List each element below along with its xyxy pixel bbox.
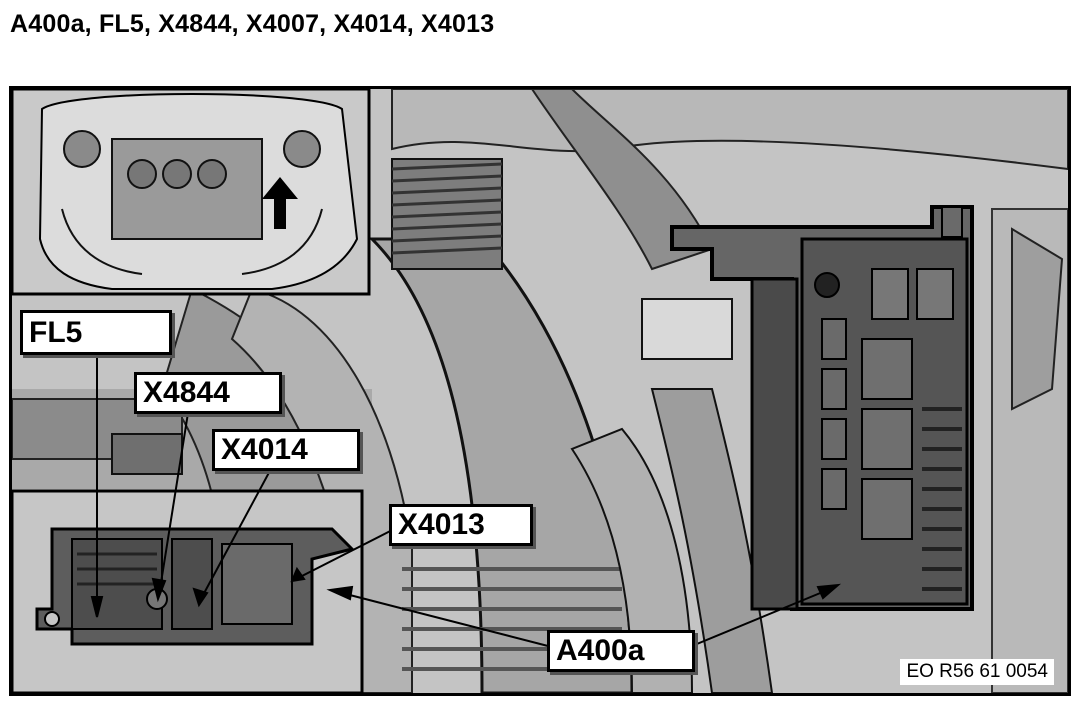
figure-code: EO R56 61 0054 bbox=[900, 659, 1054, 685]
callout-x4013: X4013 bbox=[389, 504, 533, 546]
callout-a400a: A400a bbox=[547, 630, 695, 672]
illustration-frame: FL5 X4844 X4014 X4013 A400a EO R56 61 00… bbox=[9, 86, 1071, 696]
callout-x4014: X4014 bbox=[212, 429, 360, 471]
page-title: A400a, FL5, X4844, X4007, X4014, X4013 bbox=[10, 10, 495, 38]
callout-x4844: X4844 bbox=[134, 372, 282, 414]
engine-bay-illustration bbox=[12, 89, 1068, 693]
callout-fl5: FL5 bbox=[20, 310, 172, 355]
